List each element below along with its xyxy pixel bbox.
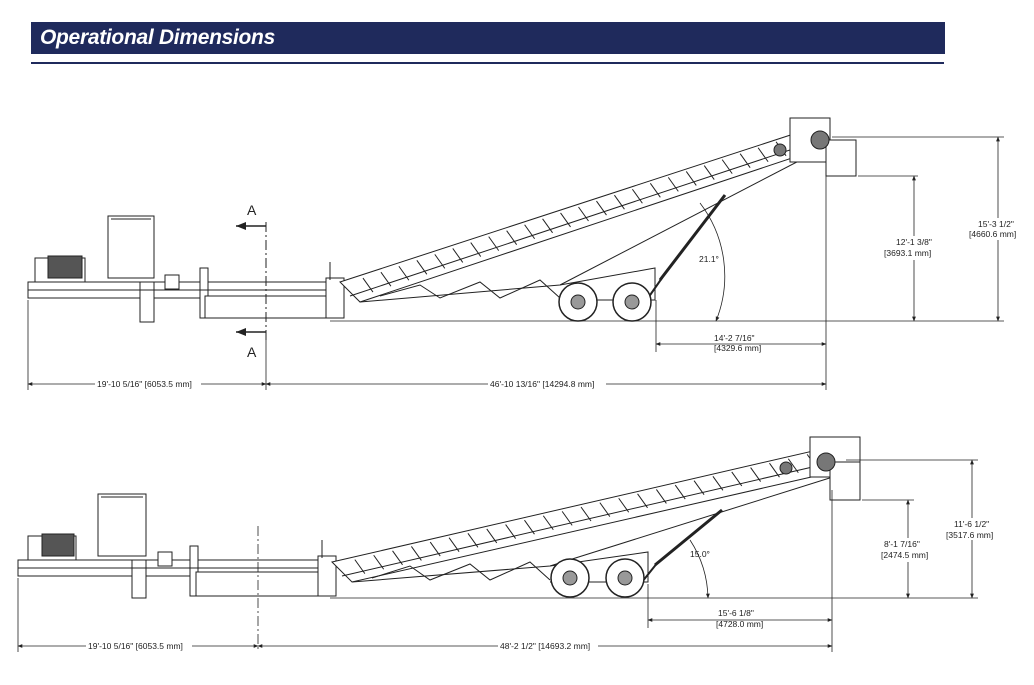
top-dimensions [27, 136, 1004, 390]
bottom-dim-left: 19'-10 5/16" [6053.5 mm] [88, 641, 183, 651]
top-dim-reach-mm: [4329.6 mm] [714, 343, 761, 353]
bottom-dim-mid-height: 8'-1 7/16" [884, 539, 920, 549]
section-header-bar: Operational Dimensions [31, 22, 945, 54]
belt-slat [354, 559, 366, 574]
belt-slat [488, 236, 500, 251]
top-dim-overall: 46'-10 13/16" [14294.8 mm] [490, 379, 594, 389]
belt-slat [721, 159, 733, 174]
belt-slat [448, 537, 460, 552]
bottom-dim-mid-height-mm: [2474.5 mm] [881, 550, 928, 560]
top-dim-mid-height-mm: [3693.1 mm] [884, 248, 931, 258]
section-title: Operational Dimensions [40, 26, 275, 49]
belt-slat [452, 248, 464, 263]
belt-slat [542, 218, 553, 234]
header-rule [31, 62, 944, 64]
belt-slat [731, 471, 743, 487]
top-angle: 21.1° [699, 254, 719, 264]
belt-slat [416, 260, 428, 275]
belt-slat [578, 206, 589, 222]
section-label-a-bottom: A [247, 344, 257, 360]
belt-slat [712, 476, 724, 491]
belt-slat [614, 194, 625, 210]
belt-slat [392, 550, 403, 566]
belt-slat [618, 497, 630, 513]
belt-slat [757, 147, 769, 163]
belt-slat [637, 493, 648, 509]
belt-slat [467, 533, 479, 548]
top-dim-mid-height: 12'-1 3/8" [896, 237, 932, 247]
bottom-power-unit [27, 493, 147, 561]
belt-slat [524, 224, 536, 240]
top-power-unit [34, 215, 155, 283]
bottom-angle: 15.0° [690, 549, 710, 559]
top-wheels [558, 282, 652, 322]
bottom-conveyor-drawing [17, 436, 861, 599]
belt-slat [505, 524, 517, 539]
belt-slat [524, 519, 535, 535]
belt-slat [486, 528, 498, 544]
belt-slat [685, 171, 697, 186]
belt-slat [410, 546, 422, 561]
belt-slat [560, 212, 571, 228]
top-dim-total-height-mm: [4660.6 mm] [969, 229, 1016, 239]
bottom-dim-overall: 48'-2 1/2" [14693.2 mm] [500, 641, 590, 651]
top-dim-reach: 14'-2 7/16" [714, 333, 755, 343]
belt-slat [398, 265, 410, 281]
top-conveyor-drawing [27, 117, 857, 323]
top-section-marker: A A [236, 202, 267, 360]
belt-slat [667, 177, 679, 192]
belt-slat [599, 502, 611, 517]
section-label-a-top: A [247, 202, 257, 218]
bottom-dim-total-height-mm: [3517.6 mm] [946, 530, 993, 540]
belt-slat [649, 183, 661, 198]
belt-slat [380, 271, 392, 287]
bottom-wheels [550, 558, 645, 598]
belt-slat [470, 242, 482, 257]
belt-slat [693, 480, 705, 495]
belt-slat [703, 165, 715, 180]
belt-slat [739, 153, 751, 168]
bottom-dim-reach: 15'-6 1/8" [718, 608, 754, 618]
belt-slat [580, 506, 592, 522]
belt-slat [362, 277, 374, 293]
belt-slat [429, 541, 441, 557]
belt-slat [561, 511, 573, 526]
belt-slat [631, 188, 643, 204]
top-dimension-labels: 19'-10 5/16" [6053.5 mm] 46'-10 13/16" [… [95, 218, 1026, 389]
top-dim-left: 19'-10 5/16" [6053.5 mm] [97, 379, 192, 389]
bottom-dimensions [17, 459, 978, 652]
top-dim-total-height: 15'-3 1/2" [978, 219, 1014, 229]
top-belt-slats [362, 135, 805, 293]
bottom-dim-total-height: 11'-6 1/2" [954, 519, 989, 529]
belt-slat [655, 489, 667, 504]
belt-slat [434, 254, 446, 269]
belt-slat [750, 467, 762, 482]
belt-slat [769, 462, 780, 478]
belt-slat [596, 200, 607, 216]
bottom-dim-reach-mm: [4728.0 mm] [716, 619, 763, 629]
belt-slat [373, 554, 385, 570]
belt-slat [787, 458, 799, 474]
belt-slat [674, 484, 686, 500]
bottom-dimension-labels: 19'-10 5/16" [6053.5 mm] 48'-2 1/2" [146… [86, 518, 1004, 652]
belt-slat [506, 230, 518, 245]
belt-slat [542, 515, 554, 531]
